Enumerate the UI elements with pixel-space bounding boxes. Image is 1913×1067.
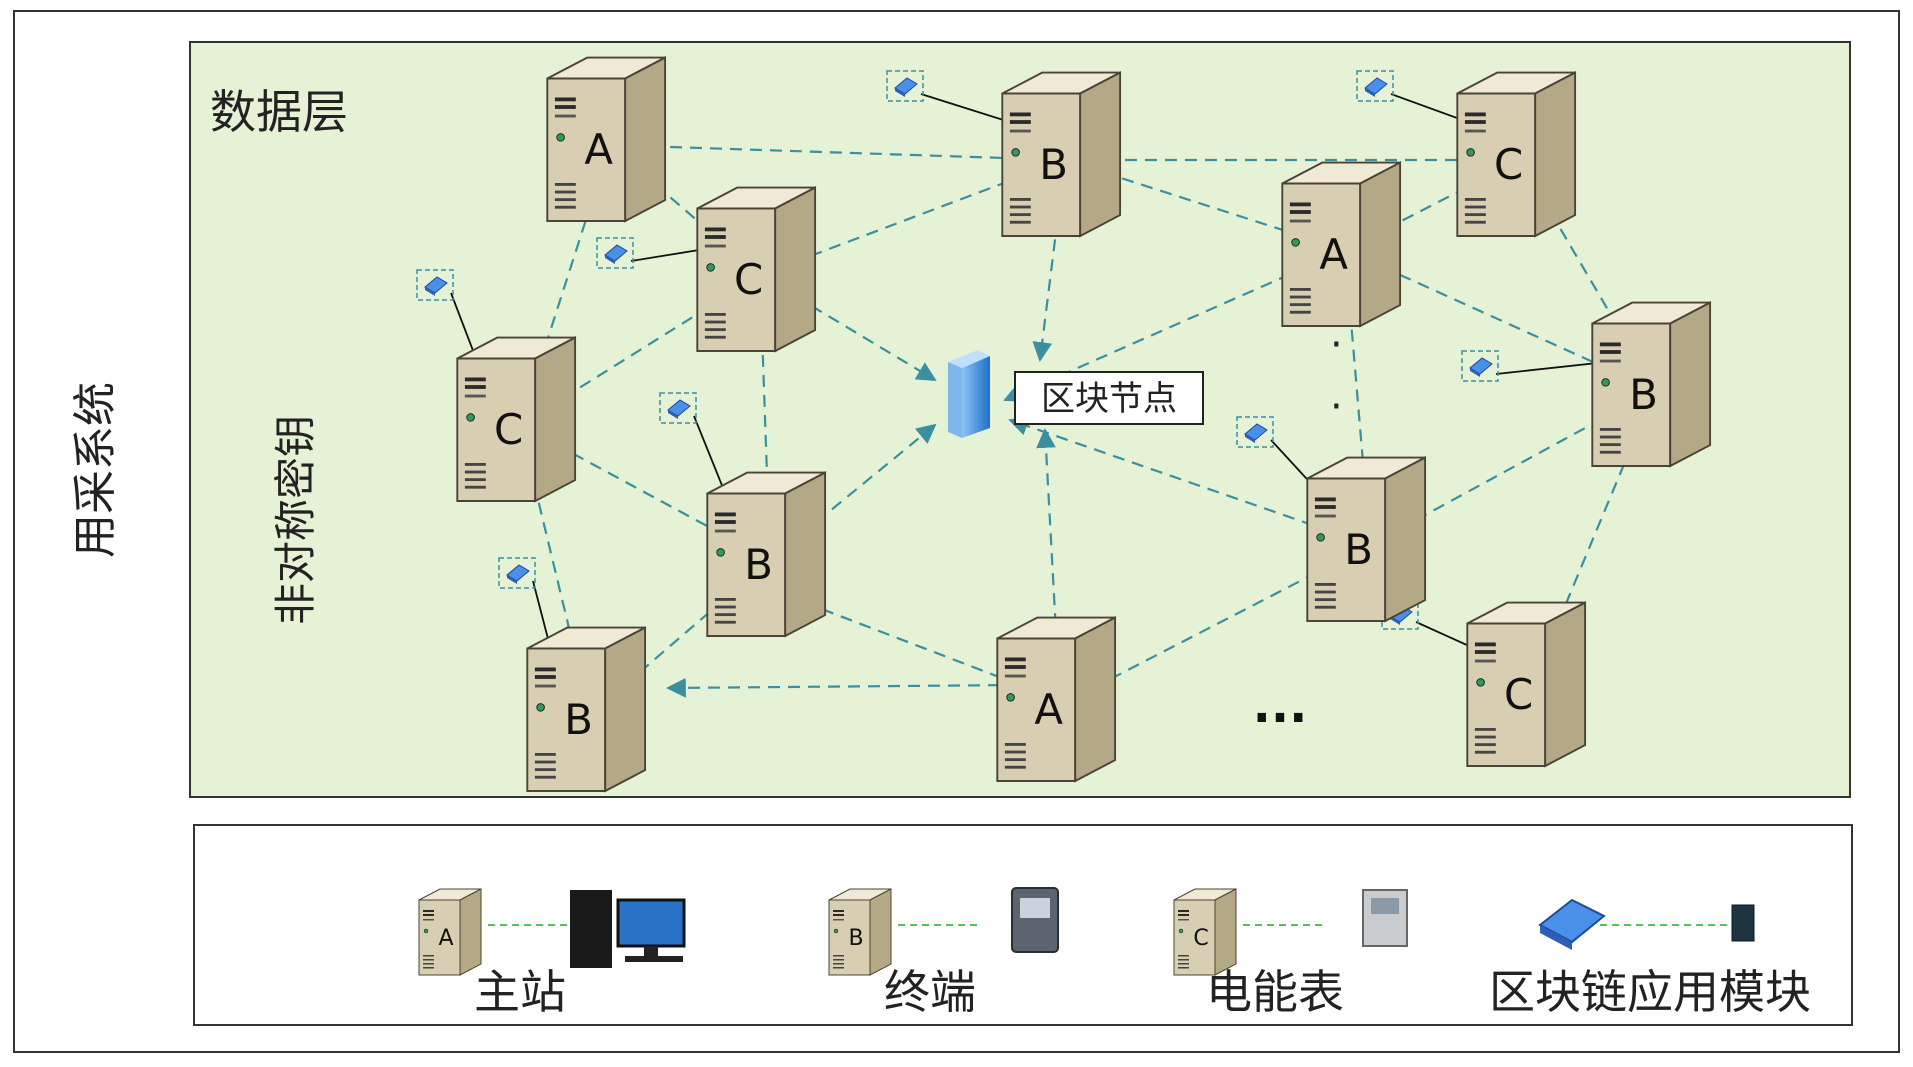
- server-A2-letter: A: [1319, 230, 1348, 279]
- legend-label-0: 主站: [474, 965, 566, 1019]
- legend-server-C-letter: C: [1193, 926, 1208, 951]
- legend-server-A: A: [418, 888, 482, 976]
- legend-item-2: C 电能表: [1173, 888, 1408, 1019]
- server-C1-letter: C: [1494, 140, 1523, 189]
- server-A1-letter: A: [584, 125, 613, 174]
- legend-label-3: 区块链应用模块: [1489, 965, 1811, 1019]
- block-node-label: 区块节点: [1041, 379, 1177, 419]
- server-A3: A: [996, 616, 1117, 783]
- module-icon-B2: [1461, 350, 1499, 382]
- server-B3-letter: B: [744, 540, 773, 589]
- legend-server-B-letter: B: [848, 926, 863, 951]
- meter-icon: [1362, 889, 1408, 947]
- legend-server-A-letter: A: [438, 926, 453, 951]
- legend-label-1: 终端: [884, 965, 976, 1019]
- block-node-label-box: [1014, 371, 1204, 425]
- more-nodes-ellipsis: ...: [1253, 678, 1308, 734]
- outer-system-label: 用采系统: [70, 382, 121, 558]
- arrow-C2-to-block: [759, 274, 937, 382]
- server-B5: B: [526, 626, 647, 793]
- blockchain-module-icon: [1538, 898, 1755, 950]
- module-icon-C1: [1356, 70, 1394, 102]
- server-C4: C: [1466, 601, 1587, 768]
- server-B3: B: [706, 471, 827, 638]
- legend-item-3: 区块链应用模块: [1489, 898, 1811, 1019]
- server-C2-letter: C: [734, 255, 763, 304]
- server-C2: C: [696, 186, 817, 353]
- server-B2: B: [1591, 301, 1712, 468]
- arrow-B1-to-block: [1032, 159, 1067, 362]
- legend-item-1: B 终端: [828, 887, 1059, 1019]
- arrow-B3-to-block: [769, 423, 937, 561]
- server-C4-letter: C: [1504, 670, 1533, 719]
- link-A1-B1: [609, 143, 1066, 162]
- server-nodes: A B C C A B C B B B A C: [456, 56, 1712, 793]
- legend: A 主站 B 终端 C 电能表 区块链应用模块: [418, 887, 1811, 1019]
- server-C3: C: [456, 336, 577, 503]
- module-icon-B5: [498, 557, 536, 589]
- server-B4: B: [1306, 456, 1427, 623]
- computer-icon: [570, 890, 686, 968]
- block-node-icon: [948, 350, 990, 438]
- module-icon-B3: [659, 392, 697, 424]
- server-B2-letter: B: [1629, 370, 1658, 419]
- server-A2: A: [1281, 161, 1402, 328]
- asymmetric-key-label: 非对称密钥: [271, 415, 320, 625]
- server-B1-letter: B: [1039, 140, 1068, 189]
- legend-item-0: A 主站: [418, 888, 686, 1019]
- legend-server-C: C: [1173, 888, 1237, 976]
- terminal-icon: [1011, 887, 1059, 953]
- server-B5-letter: B: [564, 695, 593, 744]
- legend-label-2: 电能表: [1206, 965, 1344, 1019]
- server-B4-letter: B: [1344, 525, 1373, 574]
- vertical-dots-1: ·: [1330, 322, 1343, 368]
- block-node: 区块节点: [948, 350, 1204, 438]
- module-icon-C3: [416, 269, 454, 301]
- server-A3-letter: A: [1034, 685, 1063, 734]
- data-layer-title: 数据层: [210, 85, 348, 139]
- vertical-dots-2: ·: [1330, 384, 1343, 430]
- server-C3-letter: C: [494, 405, 523, 454]
- server-A1: A: [546, 56, 667, 223]
- module-icon-B4: [1236, 416, 1274, 448]
- arrow-A3-to-B3: [791, 595, 1021, 687]
- legend-server-B: B: [828, 888, 892, 976]
- server-B1: B: [1001, 71, 1122, 238]
- module-icon-B1: [886, 70, 924, 102]
- module-icon-C2: [596, 237, 634, 269]
- server-C1: C: [1456, 71, 1577, 238]
